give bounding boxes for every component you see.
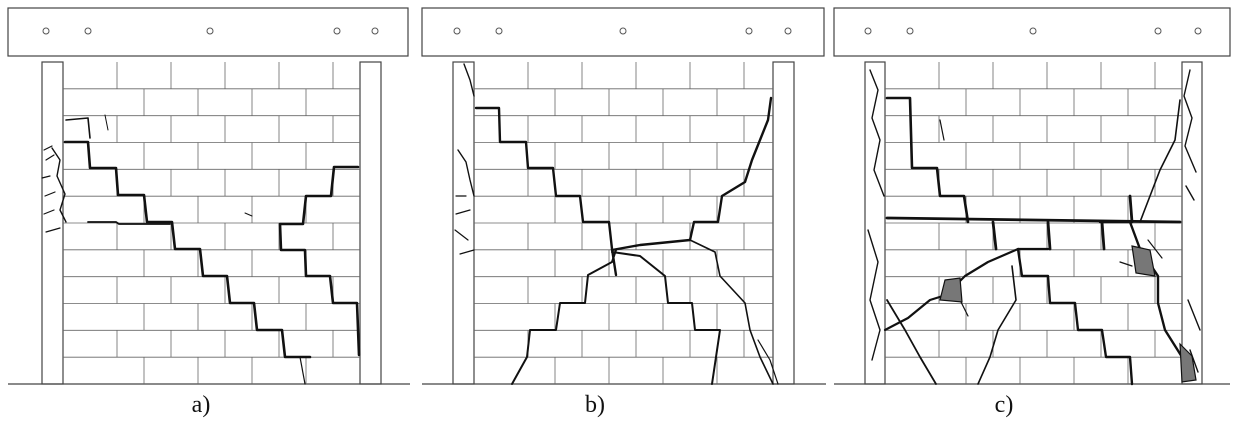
caption-b: b) — [585, 392, 605, 418]
beam-bolt-holes — [42, 27, 379, 35]
brick-grid — [885, 62, 1182, 384]
panel-c — [833, 7, 1231, 386]
top-beam — [7, 7, 409, 57]
beam-bolt-holes — [453, 27, 792, 35]
panel-b — [421, 7, 826, 385]
crack-lines — [454, 63, 779, 385]
brick-grid — [474, 62, 773, 384]
spalled-areas — [939, 245, 1197, 383]
caption-c: c) — [994, 392, 1014, 418]
left-column — [452, 61, 475, 385]
beam-bolt-holes — [864, 27, 1202, 35]
left-column — [864, 61, 886, 385]
brick-grid — [63, 62, 360, 384]
top-beam — [421, 7, 825, 57]
right-column — [359, 61, 382, 385]
panel-a — [7, 7, 410, 385]
crack-lines — [867, 69, 1201, 386]
crack-lines — [41, 114, 361, 385]
caption-a: a) — [191, 392, 211, 418]
right-column — [772, 61, 795, 385]
top-beam — [833, 7, 1231, 57]
left-column — [41, 61, 64, 385]
right-column — [1181, 61, 1203, 385]
